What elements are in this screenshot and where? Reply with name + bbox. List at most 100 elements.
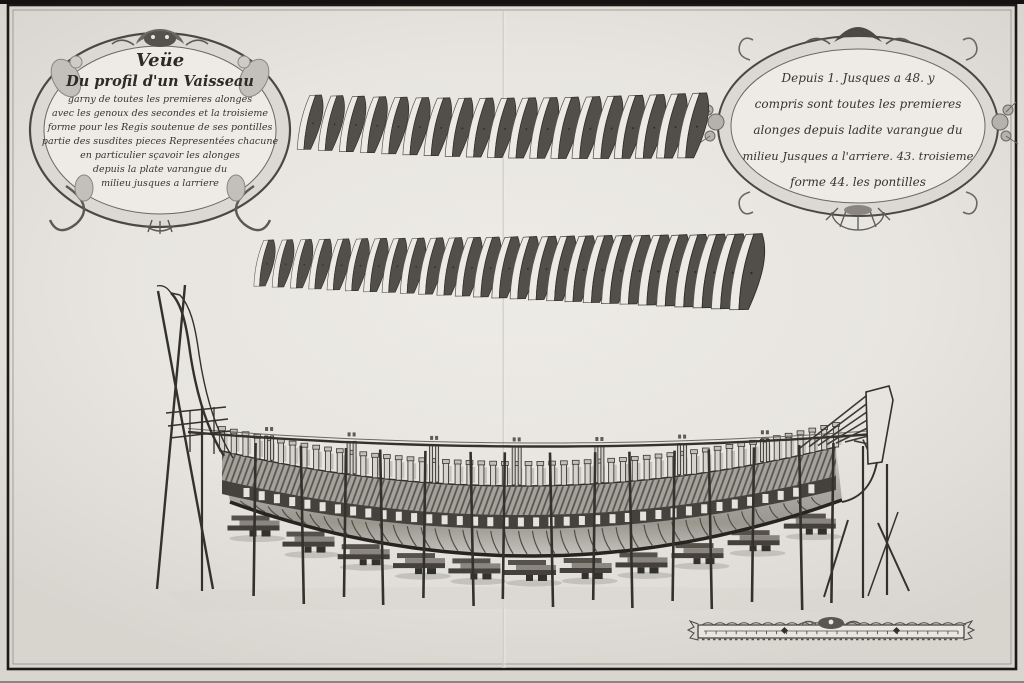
block-chock: [427, 568, 436, 575]
floor-timber-head: [289, 497, 296, 507]
frame-head-cap: [631, 455, 639, 461]
frame-ghost: [342, 455, 346, 472]
rail-posts: [264, 427, 770, 486]
floor-timber-head: [624, 513, 631, 522]
cartouche-line: depuis la plate varangue du: [93, 164, 227, 175]
block-layer: [286, 531, 325, 537]
frame-ghost: [377, 459, 381, 476]
ship-illustration: [155, 284, 910, 614]
floor-timber-head: [304, 499, 311, 509]
block-layer: [783, 523, 836, 529]
block-shadow: [617, 571, 674, 579]
piece-number-mark: [600, 437, 604, 441]
frame-ghost: [531, 468, 535, 484]
block-layer: [683, 548, 724, 554]
legend-line: milieu Jusques a l'arriere. 43. troisiem…: [743, 149, 974, 163]
block-layer: [508, 560, 546, 565]
rail-post: [346, 440, 351, 475]
stern-frame: [835, 427, 868, 444]
piece-number-mark: [765, 430, 769, 435]
block-layer: [731, 530, 770, 536]
frame-head-cap: [218, 426, 226, 431]
rail-post: [352, 440, 357, 475]
block-layer: [231, 515, 270, 521]
block-layer: [787, 513, 826, 519]
block-shadow: [284, 551, 341, 559]
ribband-rail: [187, 428, 875, 448]
floor-timber-head: [380, 510, 387, 520]
floor-timber-head: [502, 517, 509, 527]
block-layer: [516, 565, 556, 570]
keel: [229, 498, 843, 558]
frame-head: [584, 461, 591, 485]
frame-head: [301, 445, 308, 469]
frame-head: [525, 463, 532, 487]
prop-pole: [548, 452, 555, 608]
block-layer: [795, 518, 836, 524]
rib-stroke: [545, 530, 556, 555]
keel-block: [615, 552, 674, 579]
piece-number-mark: [683, 434, 687, 439]
frame-head: [726, 446, 733, 470]
frame-head-cap: [808, 427, 817, 433]
mask-ornament-icon: [111, 29, 209, 47]
scale-end-cap: [963, 619, 976, 641]
frame-head-cap: [394, 455, 403, 461]
block-layer: [282, 541, 335, 547]
cartouche-line: avec les genoux des secondes et la trois…: [52, 108, 268, 119]
keel-block: [393, 553, 451, 580]
floor-timber-head: [701, 504, 708, 514]
block-chock: [371, 559, 381, 566]
rib-stroke: [476, 530, 486, 554]
stern-frame: [844, 435, 869, 443]
frame-head: [738, 444, 745, 468]
rib-stroke: [559, 530, 570, 554]
frame-head-cap: [796, 430, 805, 436]
frame-ghost: [826, 431, 830, 448]
frame-ghost: [507, 467, 511, 484]
rib-stroke: [657, 523, 667, 544]
scale-center-ornament-icon: [801, 617, 861, 629]
frame-head-cap: [784, 432, 793, 438]
frame-ghost: [814, 434, 818, 451]
block-shadow: [450, 577, 507, 585]
frame-head: [442, 461, 449, 485]
frame-head-cap: [571, 459, 580, 465]
frame-ghost: [542, 467, 546, 484]
floor-timber-head: [655, 510, 662, 519]
frame-ghost: [590, 466, 594, 483]
prop-pole: [422, 450, 427, 599]
frame-head-cap: [489, 460, 497, 466]
frame-head-cap: [288, 440, 297, 446]
floor-timber-head: [731, 499, 738, 509]
ground-shadow: [168, 586, 902, 614]
frame-head: [407, 458, 414, 482]
frame-ghost: [791, 439, 795, 456]
merman-icon: [226, 174, 272, 232]
rib-stroke: [587, 528, 598, 552]
cartouche-line: partie des susdites pieces Representées …: [42, 136, 279, 147]
frame-head-cap: [442, 458, 450, 464]
frame-head-cap: [666, 452, 675, 458]
keel-block: [504, 560, 562, 587]
frame-head: [324, 449, 332, 472]
stern-structure: [799, 385, 910, 598]
rib-stroke: [364, 521, 376, 541]
floor-timber-head: [426, 514, 433, 524]
frame-ghost: [236, 435, 240, 452]
floor-timber-head: [563, 516, 570, 526]
rib-stroke: [406, 526, 417, 547]
piece-number-mark: [512, 437, 516, 442]
frame-ghost: [625, 463, 629, 480]
block-layer: [460, 563, 501, 569]
frame-head-cap: [477, 460, 486, 466]
legend-line: forme 44. les pontilles: [789, 175, 926, 189]
block-chock: [415, 568, 422, 575]
frame-ghost: [248, 438, 252, 455]
rail-post: [765, 438, 770, 463]
piece-number-mark: [517, 437, 521, 442]
scale-marker: [892, 626, 901, 635]
block-layer: [452, 558, 491, 564]
floor-timber-head: [487, 517, 494, 527]
